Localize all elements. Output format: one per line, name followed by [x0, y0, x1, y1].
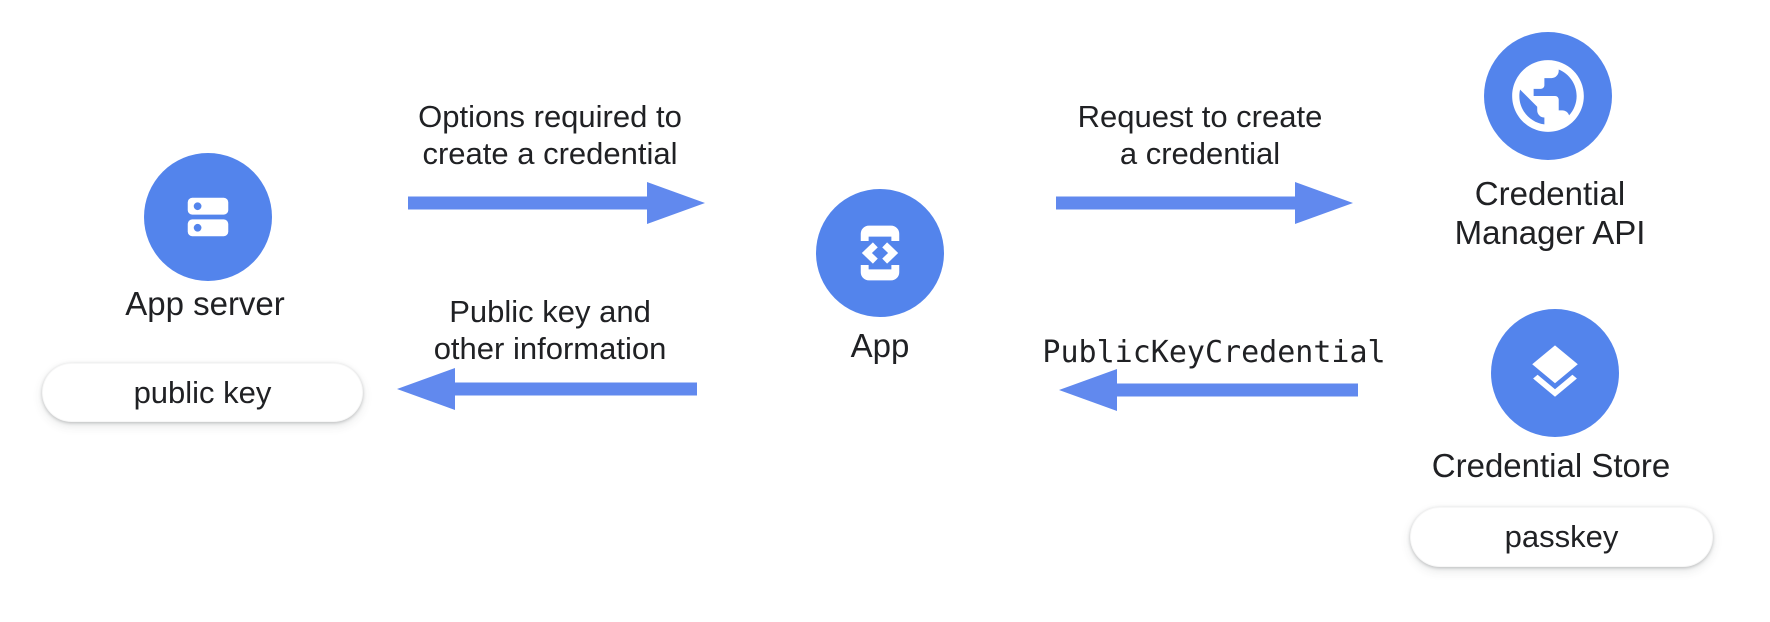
phone-code-icon	[860, 225, 900, 281]
credential-manager-label: Credential Manager API	[1454, 175, 1646, 251]
arrow-right-options-icon	[408, 182, 705, 224]
public-key-pill-label: public key	[133, 374, 272, 410]
flow-options-label: Options required to create a credential	[418, 99, 682, 171]
flow-publickey-info-label: Public key and other information	[433, 294, 667, 366]
credential-store-label: Credential Store	[1431, 447, 1671, 484]
arrow-left-publickeycredential-icon	[1059, 369, 1358, 411]
flow-request-label: Request to create a credential	[1077, 99, 1323, 171]
globe-icon	[1512, 60, 1584, 132]
app-node	[816, 189, 944, 317]
layers-icon	[1532, 345, 1578, 397]
passkey-pill: passkey	[1410, 507, 1713, 567]
app-server-label: App server	[125, 285, 285, 322]
flow-publickeycredential-label: PublicKeyCredential	[1042, 335, 1386, 370]
app-server-node	[144, 153, 272, 281]
passkey-pill-label: passkey	[1504, 519, 1619, 554]
arrow-right-request-icon	[1056, 182, 1353, 224]
app-label: App	[850, 327, 910, 364]
credential-manager-node	[1484, 32, 1612, 160]
arrow-left-publickey-info-icon	[397, 368, 697, 410]
server-icon	[187, 197, 229, 237]
credential-store-node	[1491, 309, 1619, 437]
public-key-pill: public key	[42, 363, 363, 422]
